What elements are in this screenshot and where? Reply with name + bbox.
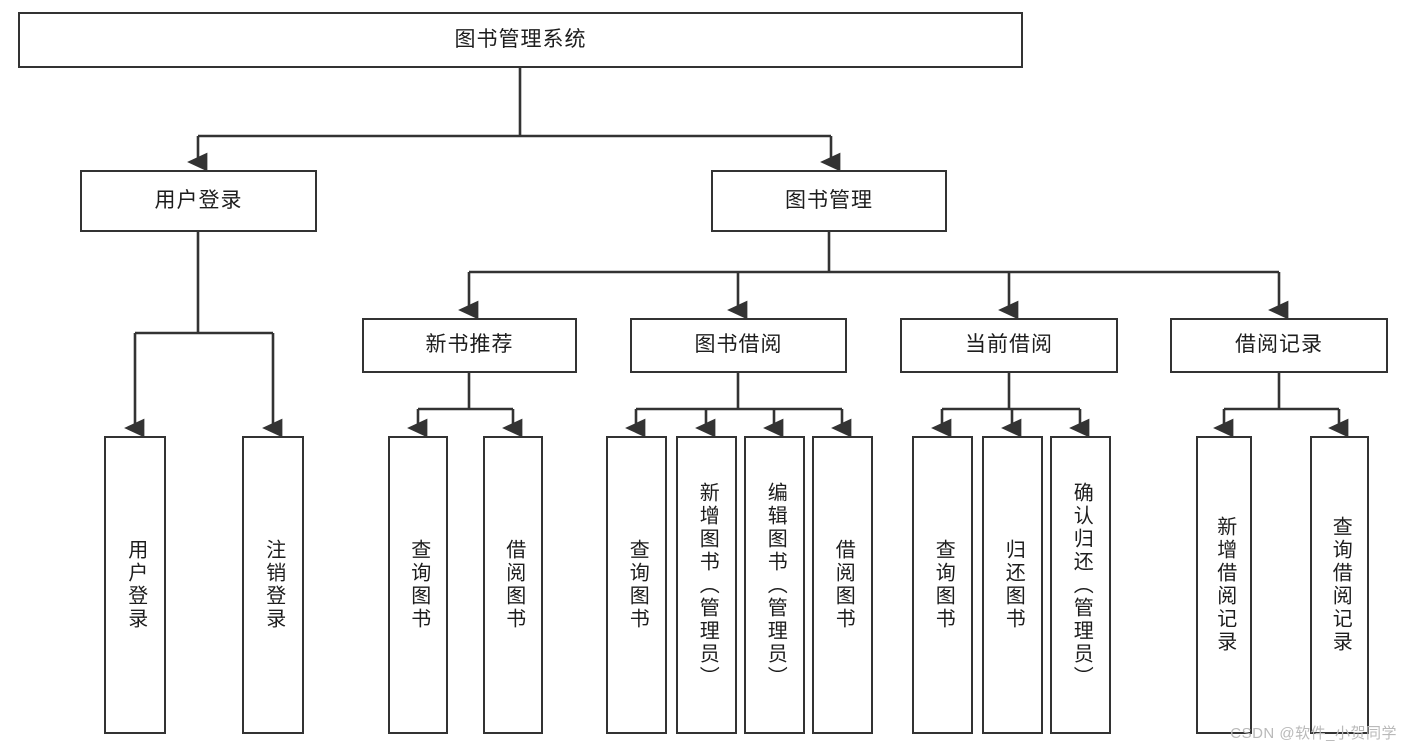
- leaf-node[interactable]: 归还图书: [982, 436, 1043, 734]
- leaf-node-label: 确认归还（管理员）: [1070, 481, 1093, 689]
- node-book-management-label: 图书管理: [785, 188, 873, 212]
- node-new-book-recommend-label: 新书推荐: [425, 333, 514, 357]
- leaf-node[interactable]: 新增图书（管理员）: [676, 436, 737, 734]
- leaf-node-label: 查询借阅记录: [1329, 516, 1352, 654]
- leaf-node[interactable]: 编辑图书（管理员）: [744, 436, 805, 734]
- node-root[interactable]: 图书管理系统: [18, 12, 1023, 68]
- leaf-node[interactable]: 新增借阅记录: [1196, 436, 1252, 734]
- leaf-node[interactable]: 借阅图书: [483, 436, 543, 734]
- leaf-node-label: 查询图书: [407, 539, 430, 631]
- leaf-node-label: 借阅图书: [832, 539, 855, 631]
- leaf-node-label: 编辑图书（管理员）: [764, 481, 787, 689]
- leaf-node[interactable]: 查询图书: [606, 436, 667, 734]
- leaf-node[interactable]: 查询图书: [912, 436, 973, 734]
- leaf-node[interactable]: 查询图书: [388, 436, 448, 734]
- node-book-management[interactable]: 图书管理: [711, 170, 947, 232]
- node-current-borrow-label: 当前借阅: [965, 333, 1053, 357]
- leaf-node[interactable]: 确认归还（管理员）: [1050, 436, 1111, 734]
- watermark: CSDN @软件_小贺同学: [1230, 725, 1397, 742]
- leaf-node-label: 查询图书: [626, 539, 649, 631]
- leaf-node-label: 借阅图书: [502, 539, 525, 631]
- leaf-node-label: 新增图书（管理员）: [696, 481, 719, 689]
- leaf-node[interactable]: 用户登录: [104, 436, 166, 734]
- node-book-borrow[interactable]: 图书借阅: [630, 318, 847, 373]
- leaf-node-label: 注销登录: [262, 539, 285, 631]
- leaf-node[interactable]: 查询借阅记录: [1310, 436, 1369, 734]
- leaf-node-label: 用户登录: [124, 539, 147, 631]
- node-root-label: 图书管理系统: [454, 27, 587, 51]
- leaf-node[interactable]: 借阅图书: [812, 436, 873, 734]
- node-borrow-record-label: 借阅记录: [1235, 333, 1323, 357]
- node-new-book-recommend[interactable]: 新书推荐: [362, 318, 577, 373]
- leaf-node[interactable]: 注销登录: [242, 436, 304, 734]
- node-borrow-record[interactable]: 借阅记录: [1170, 318, 1388, 373]
- leaf-node-label: 归还图书: [1002, 539, 1025, 631]
- node-current-borrow[interactable]: 当前借阅: [900, 318, 1118, 373]
- node-user-login[interactable]: 用户登录: [80, 170, 317, 232]
- leaf-node-label: 新增借阅记录: [1213, 516, 1236, 654]
- node-user-login-label: 用户登录: [154, 188, 243, 212]
- leaf-node-label: 查询图书: [932, 539, 955, 631]
- node-book-borrow-label: 图书借阅: [694, 333, 783, 357]
